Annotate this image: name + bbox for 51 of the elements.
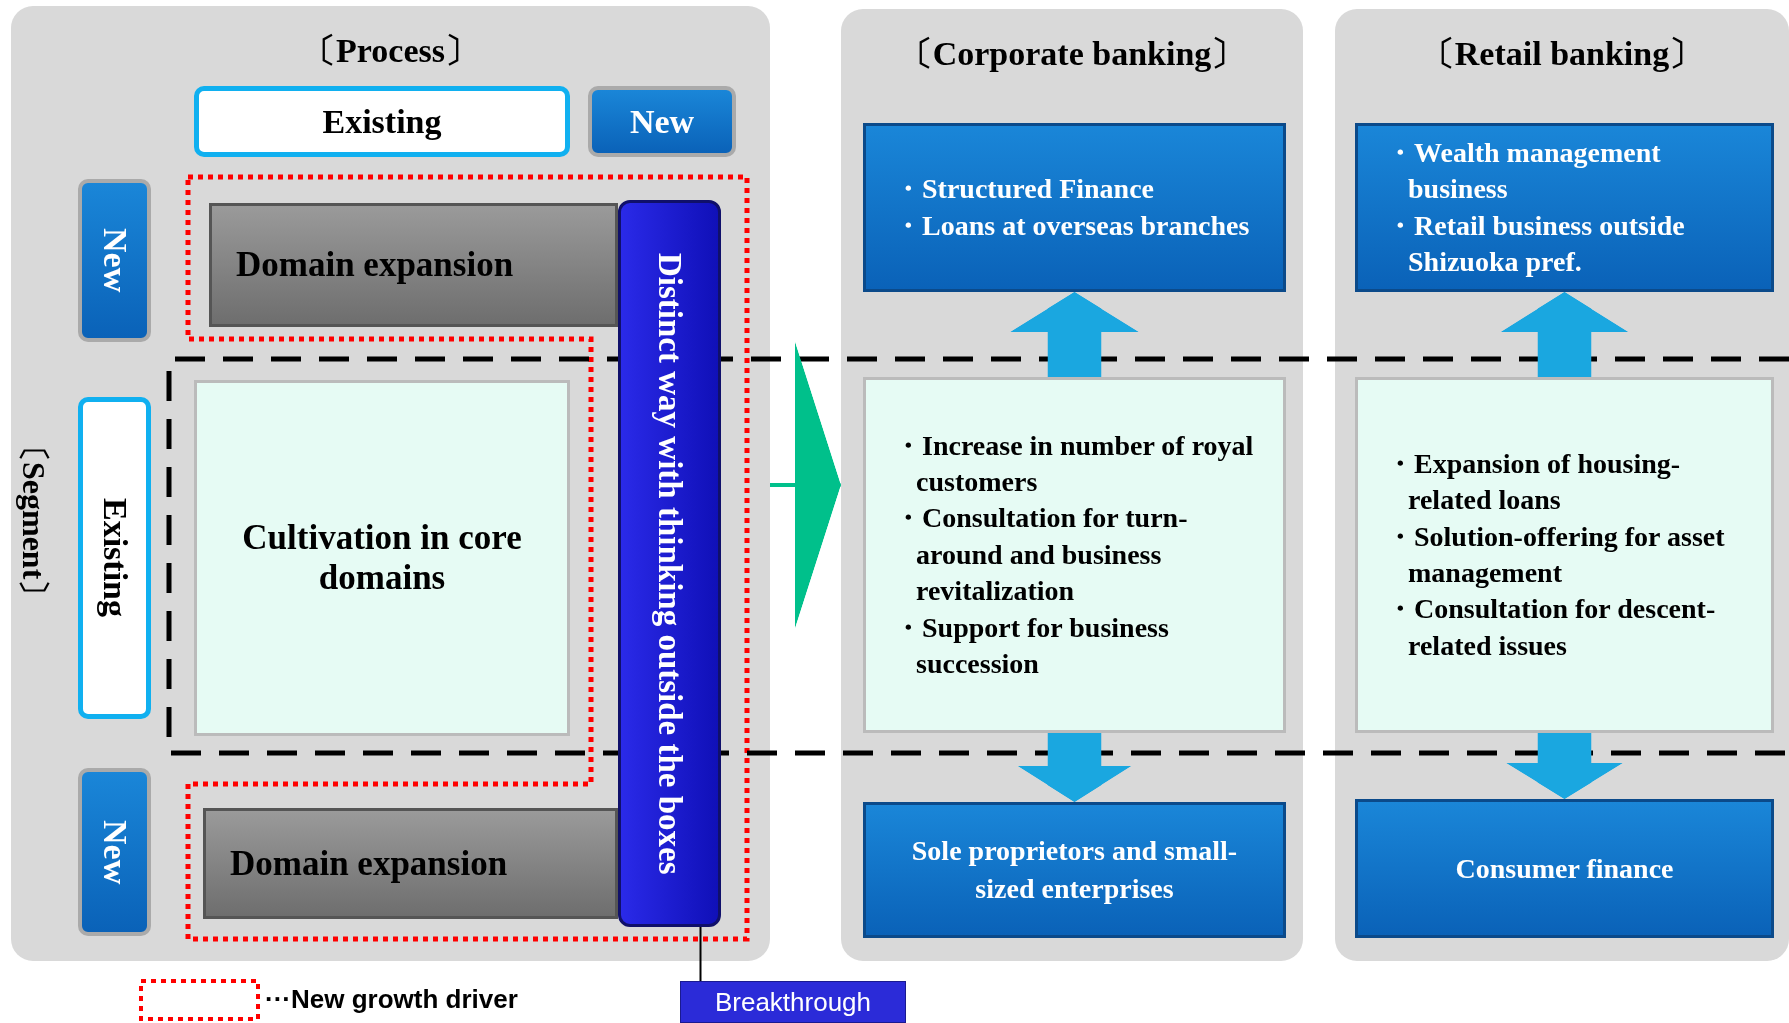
header-text: New	[95, 819, 134, 885]
business-box	[863, 123, 1286, 292]
connector-line	[699, 926, 702, 982]
axis-label: 〔Segment〕	[15, 430, 53, 610]
box-text: Sole proprietors and small-sized enterprises	[910, 834, 1239, 906]
arrow	[1506, 733, 1623, 799]
box-text: Cultivation in core domains	[241, 518, 523, 598]
arrow	[1017, 733, 1132, 802]
business-box	[1355, 123, 1774, 292]
domain-box	[203, 808, 618, 919]
retail-panel	[1335, 9, 1789, 961]
bullet-text: ・Wealth management business	[1386, 135, 1662, 207]
row-header	[78, 179, 151, 342]
business-box	[1355, 377, 1774, 733]
header-text: New	[629, 102, 695, 141]
process-panel	[11, 6, 770, 961]
panel-title: 〔Retail banking〕	[1419, 34, 1705, 74]
legend-text: ···New growth driver	[265, 984, 518, 1015]
bullet-text: ・Increase in number of royal customers	[894, 428, 1255, 499]
panel-title: 〔Corporate banking〕	[897, 34, 1247, 74]
tag-text: Breakthrough	[714, 986, 872, 1018]
bullet-text: ・Expansion of housing-related loans	[1386, 446, 1682, 518]
business-box	[1355, 799, 1774, 938]
row-header	[78, 768, 151, 936]
tag	[680, 981, 906, 1023]
bullet-text: ・Structured Finance	[894, 172, 1156, 207]
arrow	[1500, 292, 1629, 377]
bar-text: Distinct way with thinking outside the boxes	[651, 252, 688, 875]
bullet-text: ・Retail business outside Shizuoka pref.	[1386, 208, 1686, 279]
bullet-text: ・Consultation for descent-related issues	[1386, 592, 1717, 663]
row-header	[78, 397, 151, 719]
breakthrough-bar	[618, 200, 721, 927]
box-text: Domain expansion	[236, 245, 514, 285]
column-header	[588, 86, 736, 157]
header-text: Existing	[95, 498, 134, 618]
business-box	[863, 377, 1286, 733]
bullet-text: ・Solution-offering for asset management	[1386, 519, 1726, 590]
column-header	[194, 86, 570, 157]
panel-title: 〔Process〕	[301, 31, 480, 71]
arrow	[1010, 292, 1139, 377]
bullet-text: ・Support for business succession	[894, 610, 1170, 681]
header-text: Existing	[322, 102, 442, 141]
bullet-text: ・Loans at overseas branches	[894, 208, 1251, 243]
box-text: Consumer finance	[1455, 852, 1674, 885]
domain-box	[194, 380, 570, 736]
business-box	[863, 802, 1286, 938]
header-text: New	[95, 228, 134, 293]
bullet-text: ・Consultation for turn-around and business revitalization	[894, 501, 1189, 609]
box-text: Domain expansion	[230, 843, 508, 884]
domain-box	[209, 203, 618, 327]
corporate-panel	[841, 9, 1303, 961]
